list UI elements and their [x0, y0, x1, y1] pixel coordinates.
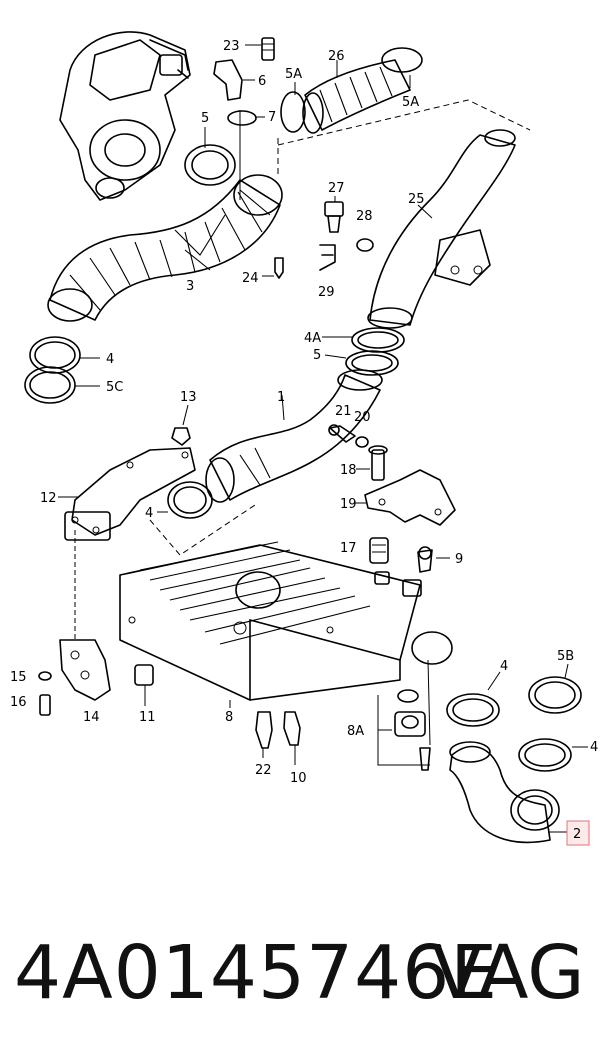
callout-19: 19	[340, 497, 357, 512]
callout-4-mid: 4	[145, 506, 153, 521]
bracket-14	[59, 530, 111, 701]
bushing-17	[369, 537, 389, 564]
callout-3: 3	[186, 279, 194, 294]
bracket-19	[355, 469, 456, 526]
hose-3	[47, 174, 283, 322]
callout-10: 10	[290, 771, 307, 786]
sensor-22	[255, 711, 273, 758]
clamp-5C	[24, 366, 100, 404]
callout-8A: 8A	[347, 724, 364, 739]
hose-1	[205, 369, 383, 503]
callout-4-right-1: 4	[500, 659, 508, 674]
clamp-5-top	[184, 127, 236, 186]
fitting-23	[245, 37, 275, 61]
callout-5A-top: 5A	[285, 67, 302, 82]
callout-13: 13	[180, 390, 197, 405]
parts-diagram: 23 6 5A 26 5A 7 5 27 28 25 24 29 3 4 5C …	[10, 31, 598, 846]
clamp-5-mid	[324, 350, 399, 376]
callout-17: 17	[340, 541, 357, 556]
callout-11: 11	[139, 710, 156, 725]
hose-2	[449, 741, 568, 844]
clamp-4-right-upper	[446, 671, 501, 727]
callout-28: 28	[356, 209, 373, 224]
bracket-12	[58, 447, 196, 541]
part-number: 4A0145746E	[14, 930, 499, 1016]
clamp-5B	[528, 663, 582, 714]
callout-27: 27	[328, 181, 345, 196]
adapter-8A	[377, 659, 431, 771]
clamp-4A	[322, 327, 405, 353]
callout-18: 18	[340, 463, 357, 478]
callout-5A-right: 5A	[402, 95, 419, 110]
intercooler-8	[119, 541, 453, 708]
elbow-6	[213, 59, 255, 101]
callout-6: 6	[258, 74, 266, 89]
washer-15	[38, 671, 52, 681]
callout-8: 8	[225, 710, 233, 725]
callout-4-right-2: 4	[590, 740, 598, 755]
bolt-21	[328, 424, 356, 443]
group-bracket-top	[277, 99, 531, 175]
turbocharger	[59, 31, 191, 201]
callout-25: 25	[408, 192, 425, 207]
callout-2-highlight	[566, 820, 590, 846]
fitting-11	[134, 664, 154, 706]
pipe-25	[367, 129, 516, 329]
callout-21: 21	[335, 404, 352, 419]
sensor-10	[283, 711, 301, 765]
callout-23: 23	[223, 39, 240, 54]
bolt-16	[39, 694, 51, 716]
hose-26	[280, 47, 423, 134]
clamp-7	[227, 110, 265, 126]
callout-24: 24	[242, 271, 259, 286]
callout-4-left: 4	[106, 352, 114, 367]
caption-bar: 4A0145746E VAG	[0, 918, 600, 1028]
callout-2: 2	[573, 827, 581, 842]
group-bracket-mid	[149, 504, 256, 556]
callout-29: 29	[318, 285, 335, 300]
callout-5C: 5C	[106, 380, 123, 395]
callout-1: 1	[277, 390, 285, 405]
brand-name: VAG	[432, 930, 585, 1016]
callout-7: 7	[268, 110, 276, 125]
callout-22: 22	[255, 763, 272, 778]
clamp-4-right-lower	[518, 738, 588, 772]
callout-5-top: 5	[201, 111, 209, 126]
callout-20: 20	[354, 410, 371, 425]
callout-5-mid: 5	[313, 348, 321, 363]
callout-26: 26	[328, 49, 345, 64]
sensor-27	[324, 196, 344, 233]
callout-4A: 4A	[304, 331, 321, 346]
screw-24	[262, 257, 284, 279]
clamp-4-mid	[157, 481, 213, 519]
callout-16: 16	[10, 695, 27, 710]
nut-13	[171, 404, 191, 446]
callout-15: 15	[10, 670, 27, 685]
pin-18	[356, 445, 388, 481]
washer-20	[355, 436, 369, 448]
clip-29	[319, 244, 336, 271]
callout-9: 9	[455, 552, 463, 567]
bolt-9	[417, 546, 450, 573]
callout-12: 12	[40, 491, 57, 506]
o-ring-28	[356, 238, 374, 252]
callout-14: 14	[83, 710, 100, 725]
callout-5B: 5B	[557, 649, 574, 664]
